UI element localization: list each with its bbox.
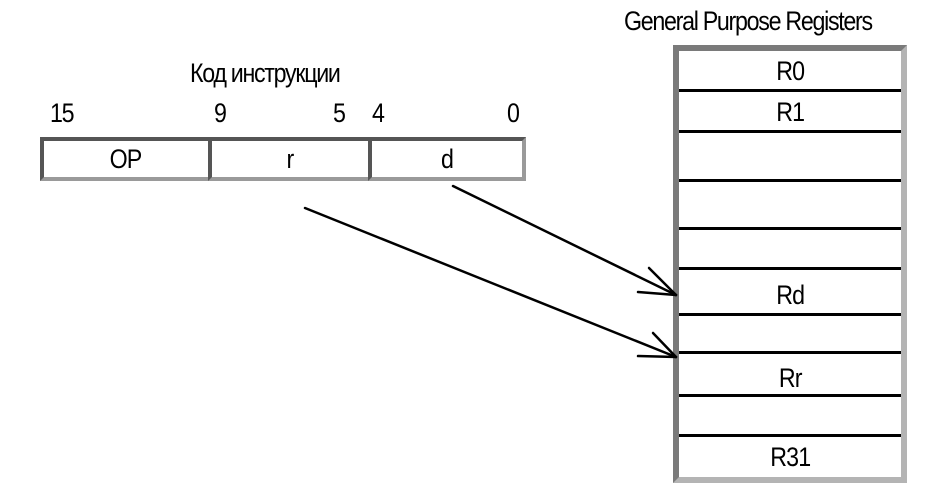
instruction-field-d: d — [368, 137, 526, 181]
register-divider — [679, 434, 901, 437]
instruction-field-r: r — [208, 137, 372, 181]
register-row-r1: R1 — [679, 97, 901, 127]
bit-label-5: 5 — [333, 98, 346, 128]
register-file-title: General Purpose Registers — [624, 6, 873, 36]
instruction-code-title: Код инструкции — [190, 58, 341, 88]
field-label-r: r — [286, 143, 295, 174]
register-row-rr: Rr — [679, 363, 901, 393]
register-divider — [679, 351, 901, 354]
register-file: R0 R1 Rd Rr R31 — [673, 45, 907, 483]
field-label-d: d — [440, 143, 454, 174]
bit-label-9: 9 — [214, 98, 227, 128]
field-label-op: OP — [110, 143, 143, 174]
bit-label-4: 4 — [372, 98, 385, 128]
register-row-rd: Rd — [679, 280, 901, 310]
register-label: R1 — [776, 97, 805, 127]
register-label: Rr — [778, 363, 803, 393]
register-divider — [679, 227, 901, 230]
register-divider — [679, 313, 901, 316]
register-divider — [679, 179, 901, 182]
register-divider — [679, 130, 901, 133]
register-row-r0: R0 — [679, 56, 901, 86]
register-label: Rd — [776, 280, 805, 310]
bit-label-0: 0 — [507, 98, 520, 128]
arrow-d-to-rd — [451, 184, 678, 297]
bit-label-15: 15 — [50, 98, 75, 128]
arrow-r-to-rr — [303, 206, 678, 359]
register-label: R31 — [769, 442, 811, 472]
register-divider — [679, 89, 901, 92]
register-row-r31: R31 — [679, 442, 901, 472]
register-divider — [679, 267, 901, 270]
register-label: R0 — [776, 56, 805, 86]
register-divider — [679, 394, 901, 397]
instruction-field-op: OP — [40, 137, 212, 181]
